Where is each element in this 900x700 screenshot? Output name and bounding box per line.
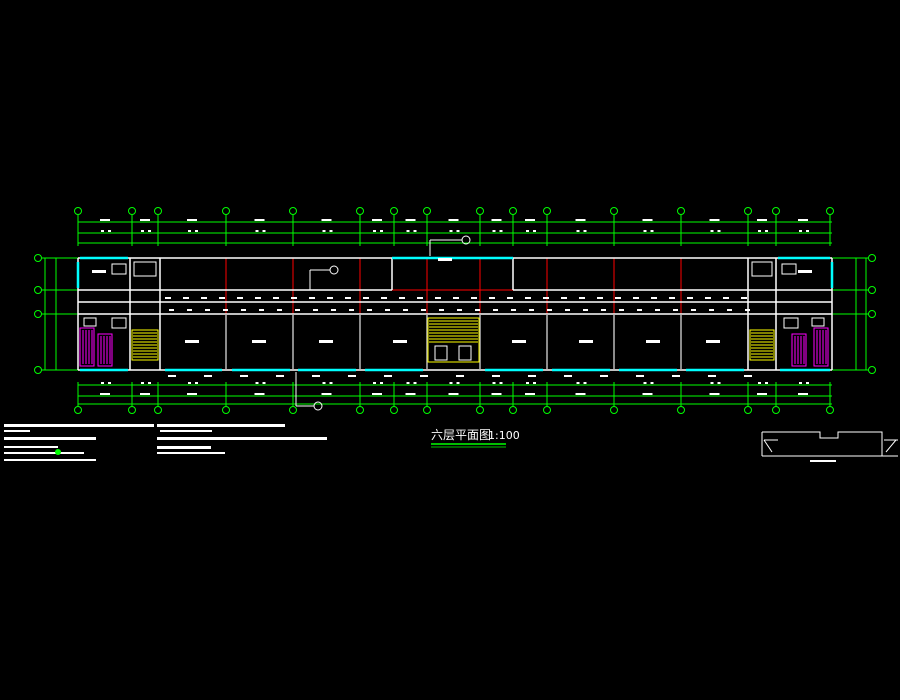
room-partitions <box>225 314 682 370</box>
building-outline <box>77 257 833 371</box>
wall-section-detail <box>761 431 898 462</box>
room-labels <box>92 258 812 343</box>
axis-bubble-icon <box>222 406 230 414</box>
window-strips <box>76 256 834 372</box>
axis-bubble-icon <box>476 406 484 414</box>
axis-bubble-icon <box>744 406 752 414</box>
axis-bubble-icon <box>34 366 42 374</box>
axis-bubble-icon <box>34 310 42 318</box>
stair-left <box>131 329 159 361</box>
axis-bubble-icon <box>154 207 162 215</box>
axis-bubble-icon <box>390 406 398 414</box>
end-room-fixtures <box>83 261 825 329</box>
axis-bubble-icon <box>154 406 162 414</box>
axis-bubble-icon <box>74 406 82 414</box>
section-marker-top <box>429 235 471 256</box>
axis-bubble-icon <box>868 310 876 318</box>
axis-bubble-icon <box>289 406 297 414</box>
axis-bubble-icon <box>356 406 364 414</box>
axis-bubble-icon <box>128 406 136 414</box>
axis-bubble-icon <box>34 254 42 262</box>
axis-bubble-icon <box>74 207 82 215</box>
axis-bubble-icon <box>543 406 551 414</box>
axis-grid-bubbles <box>34 207 876 414</box>
dimension-text-ticks <box>100 219 809 395</box>
axis-bubble-icon <box>610 406 618 414</box>
section-marker-mid <box>309 265 339 290</box>
toilet-area-left <box>79 327 113 367</box>
drawing-title-block: 六层平面图 1:100 <box>431 428 520 448</box>
notes-block <box>4 424 327 461</box>
axis-bubble-icon <box>476 207 484 215</box>
axis-bubble-icon <box>222 207 230 215</box>
dimension-lines <box>44 221 867 405</box>
drawing-title: 六层平面图 <box>431 428 491 442</box>
axis-bubble-icon <box>356 207 364 215</box>
axis-bubble-icon <box>826 207 834 215</box>
axis-bubble-icon <box>868 366 876 374</box>
drawing-scale: 1:100 <box>488 429 520 442</box>
axis-bubble-icon <box>610 207 618 215</box>
axis-bubble-icon <box>289 207 297 215</box>
toilet-area-right <box>791 327 829 367</box>
axis-bubble-icon <box>423 207 431 215</box>
axis-bubble-icon <box>128 207 136 215</box>
corridor-details <box>165 297 752 377</box>
axis-bubble-icon <box>868 254 876 262</box>
section-marker-bottom <box>295 372 323 411</box>
axis-bubble-icon <box>744 207 752 215</box>
axis-bubble-icon <box>677 207 685 215</box>
axis-bubble-icon <box>543 207 551 215</box>
axis-bubble-icon <box>34 286 42 294</box>
axis-bubble-icon <box>390 207 398 215</box>
axis-bubble-icon <box>509 207 517 215</box>
stair-central <box>427 317 480 363</box>
axis-bubble-icon <box>868 286 876 294</box>
axis-bubble-icon <box>677 406 685 414</box>
axis-bubble-icon <box>826 406 834 414</box>
axis-bubble-icon <box>423 406 431 414</box>
axis-bubble-icon <box>509 406 517 414</box>
axis-bubble-icon <box>772 406 780 414</box>
stair-right <box>749 329 775 361</box>
axis-bubble-icon <box>772 207 780 215</box>
